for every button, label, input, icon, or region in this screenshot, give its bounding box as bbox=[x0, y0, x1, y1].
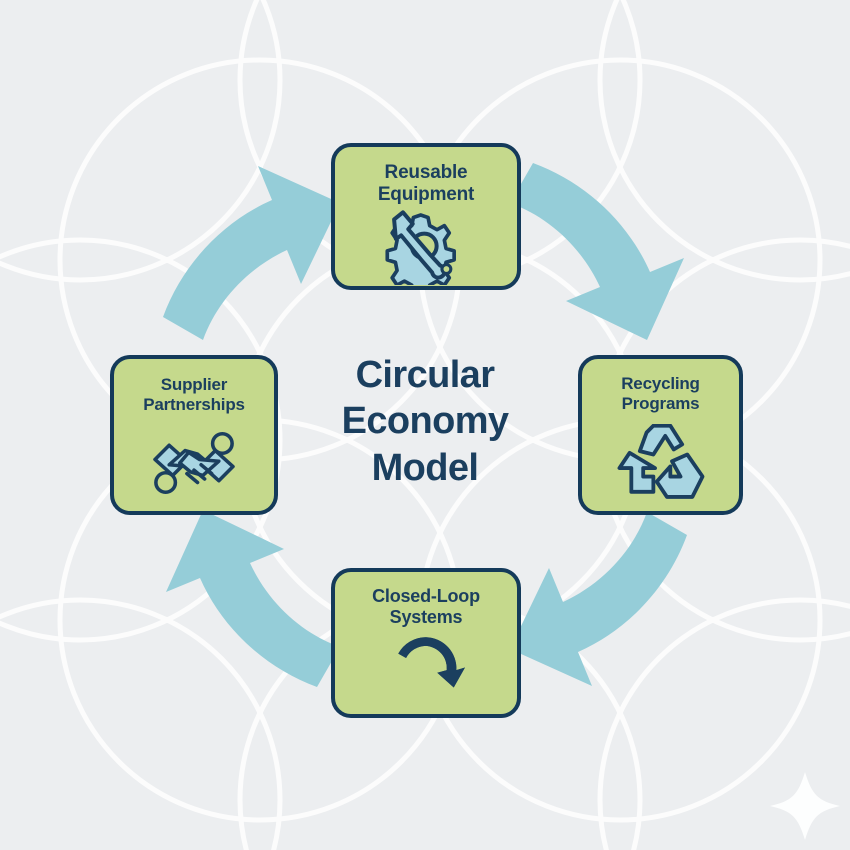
arrow-right-to-bottom bbox=[510, 512, 687, 686]
node-closed-loop-systems[interactable]: Closed-Loop Systems bbox=[331, 568, 521, 718]
handshake-icon bbox=[114, 415, 274, 511]
center-title: Circular Economy Model bbox=[341, 354, 509, 489]
circular-arrows-icon bbox=[335, 628, 517, 714]
recycle-icon bbox=[582, 414, 739, 511]
sparkle-icon bbox=[770, 772, 840, 840]
node-label-supplier-partnerships: Supplier Partnerships bbox=[143, 375, 245, 415]
node-label-reusable-equipment: Reusable Equipment bbox=[377, 162, 475, 206]
node-reusable-equipment[interactable]: Reusable Equipment bbox=[331, 143, 521, 290]
node-recycling-programs[interactable]: Recycling Programs bbox=[578, 355, 743, 515]
arrow-top-to-right bbox=[510, 163, 684, 340]
node-label-closed-loop-systems: Closed-Loop Systems bbox=[372, 586, 480, 628]
node-label-recycling-programs: Recycling Programs bbox=[621, 374, 700, 414]
arrow-left-to-top bbox=[163, 166, 340, 340]
gear-wrench-icon bbox=[335, 207, 517, 286]
arrow-bottom-to-left bbox=[166, 510, 340, 687]
node-supplier-partnerships[interactable]: Supplier Partnerships bbox=[110, 355, 278, 515]
